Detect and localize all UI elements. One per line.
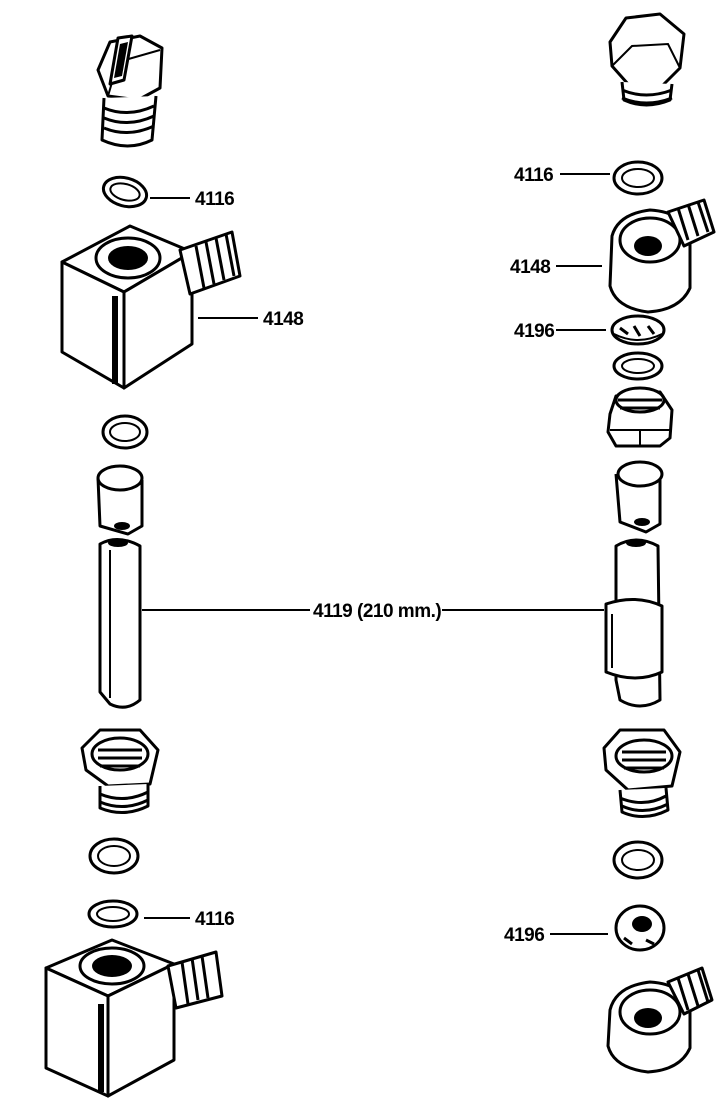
hex-bolt-icon xyxy=(608,12,686,107)
label-right-banjo: 4148 xyxy=(510,257,550,278)
washer-icon xyxy=(614,904,666,952)
washer-icon xyxy=(610,314,666,346)
banjo-fitting-icon xyxy=(608,198,716,314)
label-left-bottom-washer: 4116 xyxy=(195,909,234,930)
square-union-block-icon xyxy=(44,938,224,1098)
slotted-bolt-icon xyxy=(96,34,164,148)
label-right-bottom-filter: 4196 xyxy=(504,925,544,946)
label-pipe: 4119 (210 mm.) xyxy=(313,601,441,622)
square-union-block-icon xyxy=(60,224,242,390)
pipe-icon xyxy=(604,538,664,708)
washer-icon xyxy=(612,160,664,196)
hex-nut-icon xyxy=(606,386,674,448)
label-left-block: 4148 xyxy=(263,309,303,330)
washer-icon xyxy=(101,175,149,209)
washer-icon xyxy=(612,351,664,381)
washer-icon xyxy=(101,414,149,450)
pipe-icon xyxy=(96,464,144,536)
label-right-top-washer: 4116 xyxy=(514,165,553,186)
hex-nut-icon xyxy=(80,728,160,814)
washer-icon xyxy=(87,899,139,929)
washer-icon xyxy=(612,840,664,880)
hex-nut-icon xyxy=(602,728,682,818)
label-left-top-washer: 4116 xyxy=(195,189,234,210)
washer-icon xyxy=(88,837,140,875)
pipe-icon xyxy=(614,460,664,534)
banjo-fitting-icon xyxy=(606,966,714,1074)
pipe-icon xyxy=(98,538,142,709)
label-right-filter: 4196 xyxy=(514,321,554,342)
